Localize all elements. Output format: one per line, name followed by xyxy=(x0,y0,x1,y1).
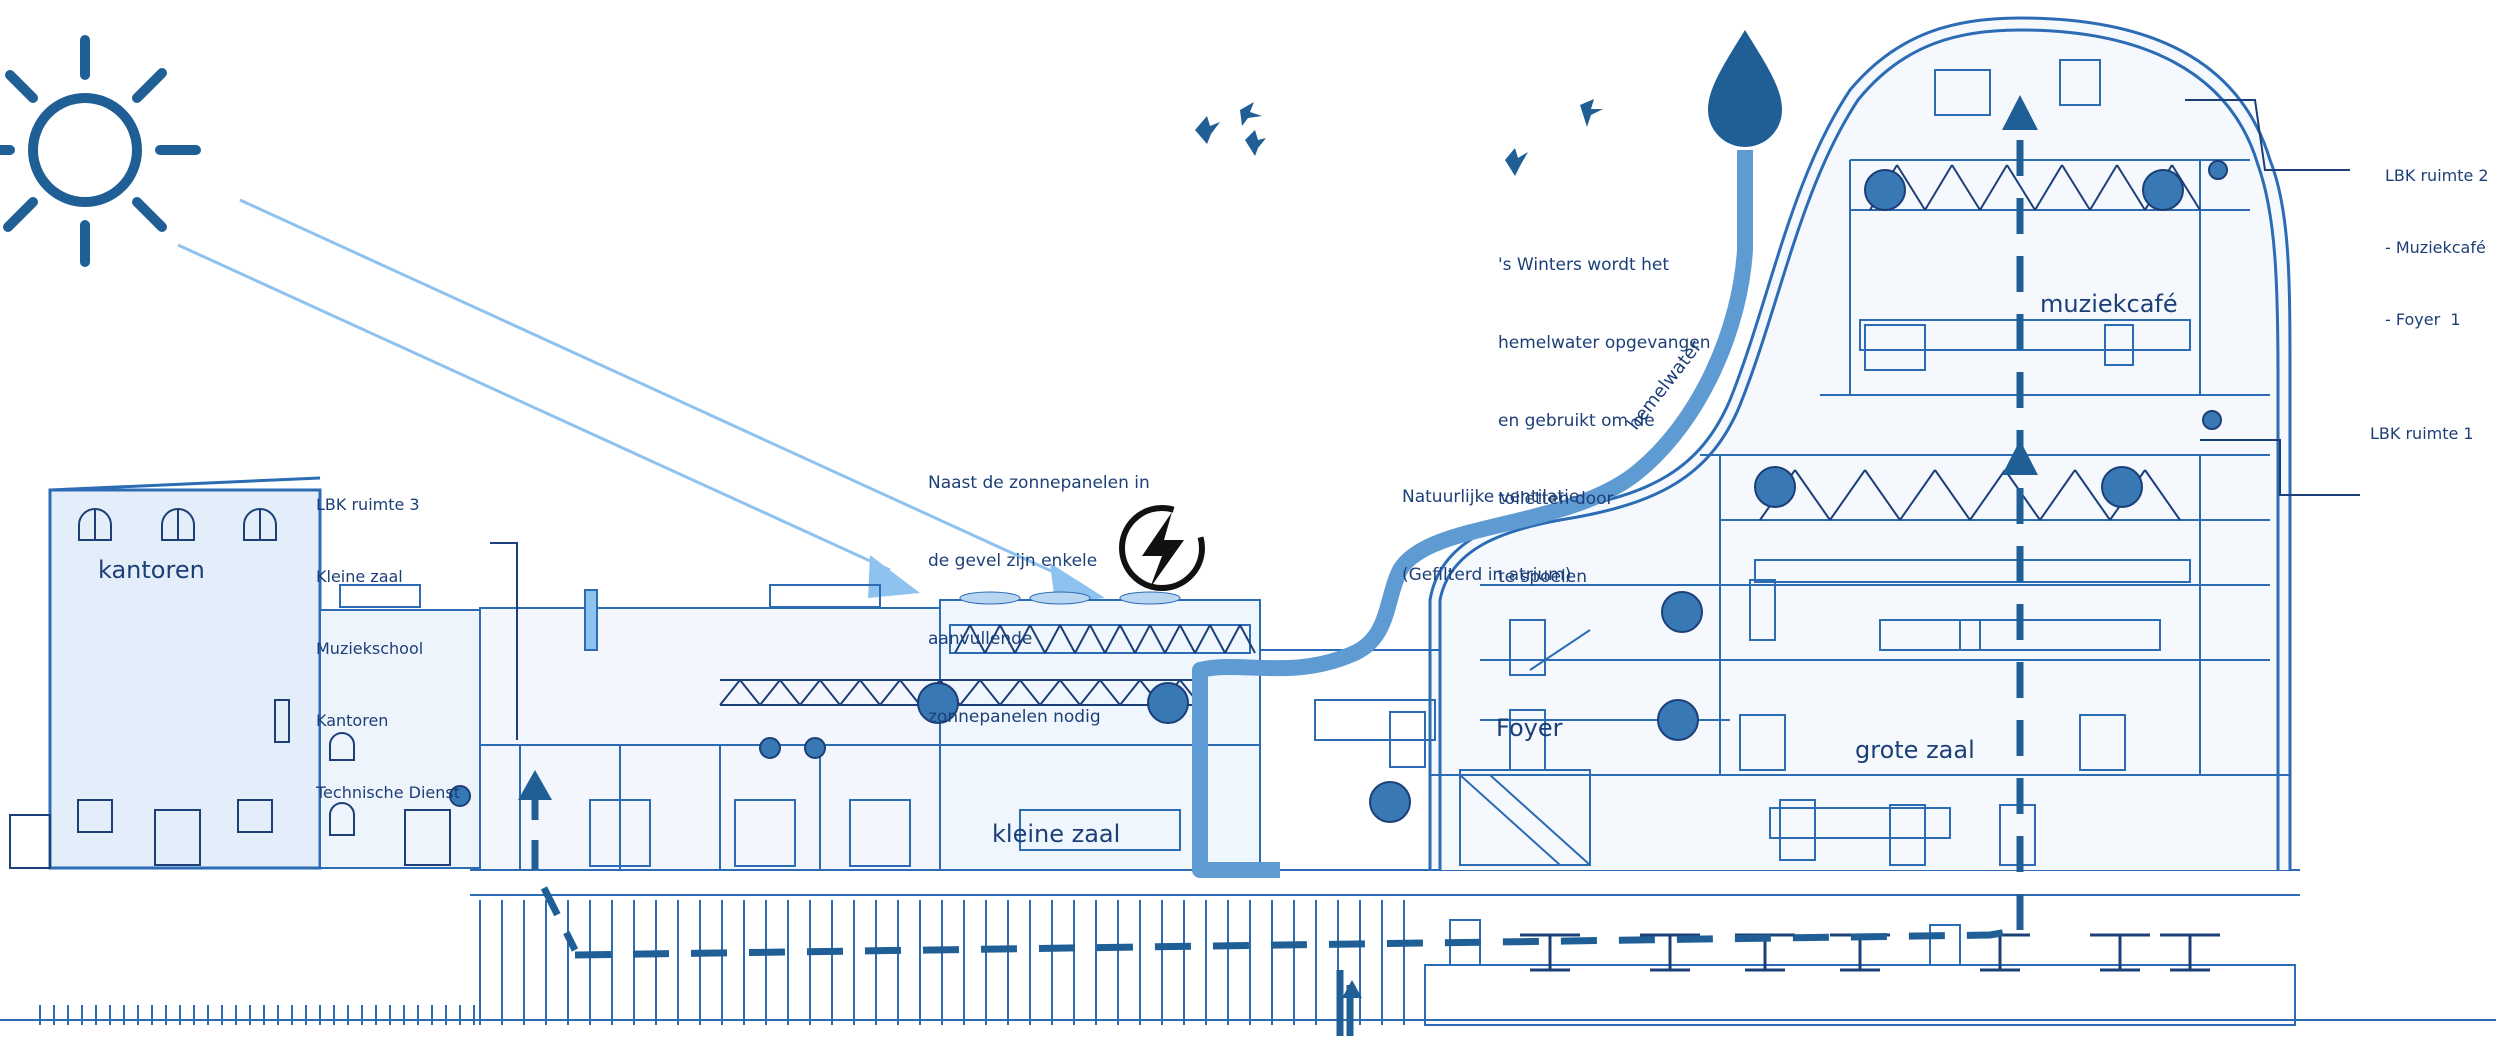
room-foyer: Foyer xyxy=(1496,714,1563,742)
rain-note-line-3: en gebruikt om de xyxy=(1498,411,1655,431)
rain-note-line-2: hemelwater opgevangen xyxy=(1498,333,1711,353)
lbk2-title: LBK ruimte 2 xyxy=(2385,166,2489,185)
room-grote-zaal: grote zaal xyxy=(1855,736,1975,764)
leader-lines xyxy=(490,99,2360,740)
lbk1-label: LBK ruimte 1 xyxy=(2370,424,2474,443)
solar-note-line-1: Naast de zonnepanelen in xyxy=(928,473,1150,493)
air-units xyxy=(449,160,2228,823)
up-arrowheads xyxy=(518,95,2038,998)
lbk3-label: LBK ruimte 3 Kleine zaal Muziekschool Ka… xyxy=(316,445,460,853)
rain-note: 's Winters wordt het hemelwater opgevang… xyxy=(1498,200,1711,642)
raindrop-icon xyxy=(1708,30,1782,147)
kantoren-building xyxy=(9,476,481,870)
ventilation-note-line-1: Natuurlijke ventilatie xyxy=(1402,487,1580,507)
solar-note-line-3: aanvullende xyxy=(928,629,1033,649)
sun-icon xyxy=(0,35,201,267)
lightning-icon xyxy=(1119,505,1205,591)
sun-ray-arrow-1 xyxy=(868,555,920,598)
middle-building xyxy=(339,584,951,871)
lbk2-item-1: - Muziekcafé xyxy=(2385,238,2486,257)
rain-note-line-5: te spoelen xyxy=(1498,567,1587,587)
room-muziekcafe: muziekcafé xyxy=(2040,290,2178,318)
ventilation-note-line-2: (Gefilterd in atrium) xyxy=(1402,565,1572,585)
lbk3-item-1: Kleine zaal xyxy=(316,567,403,586)
sun-rays xyxy=(177,198,1061,577)
lbk2-label: LBK ruimte 2 - Muziekcafé - Foyer 1 xyxy=(2385,116,2489,380)
lbk3-item-3: Kantoren xyxy=(316,711,389,730)
solar-panels xyxy=(959,591,1181,605)
rain-note-line-1: 's Winters wordt het xyxy=(1498,255,1669,275)
lbk3-title: LBK ruimte 3 xyxy=(316,495,420,514)
kantoren-windows xyxy=(77,508,451,866)
solar-note: Naast de zonnepanelen in de gevel zijn e… xyxy=(928,418,1150,782)
ventilation-note: Natuurlijke ventilatie (Gefilterd in atr… xyxy=(1402,432,1579,640)
lbk3-item-4: Technische Dienst xyxy=(316,783,460,802)
bird-icon xyxy=(1195,99,1603,176)
solar-note-line-2: de gevel zijn enkele xyxy=(928,551,1098,571)
room-kleine-zaal: kleine zaal xyxy=(992,820,1121,848)
foundation-piles xyxy=(39,900,1405,1025)
lbk3-item-2: Muziekschool xyxy=(316,639,424,658)
room-kantoren: kantoren xyxy=(98,556,205,584)
solar-note-line-4: zonnepanelen nodig xyxy=(928,707,1101,727)
hemelwater-pipe xyxy=(1192,150,1753,878)
lbk2-item-2: - Foyer 1 xyxy=(2385,310,2461,329)
main-building-floors xyxy=(1259,59,2290,966)
roof-truss xyxy=(719,624,1256,706)
rain-note-line-4: toiletten door xyxy=(1498,489,1614,509)
